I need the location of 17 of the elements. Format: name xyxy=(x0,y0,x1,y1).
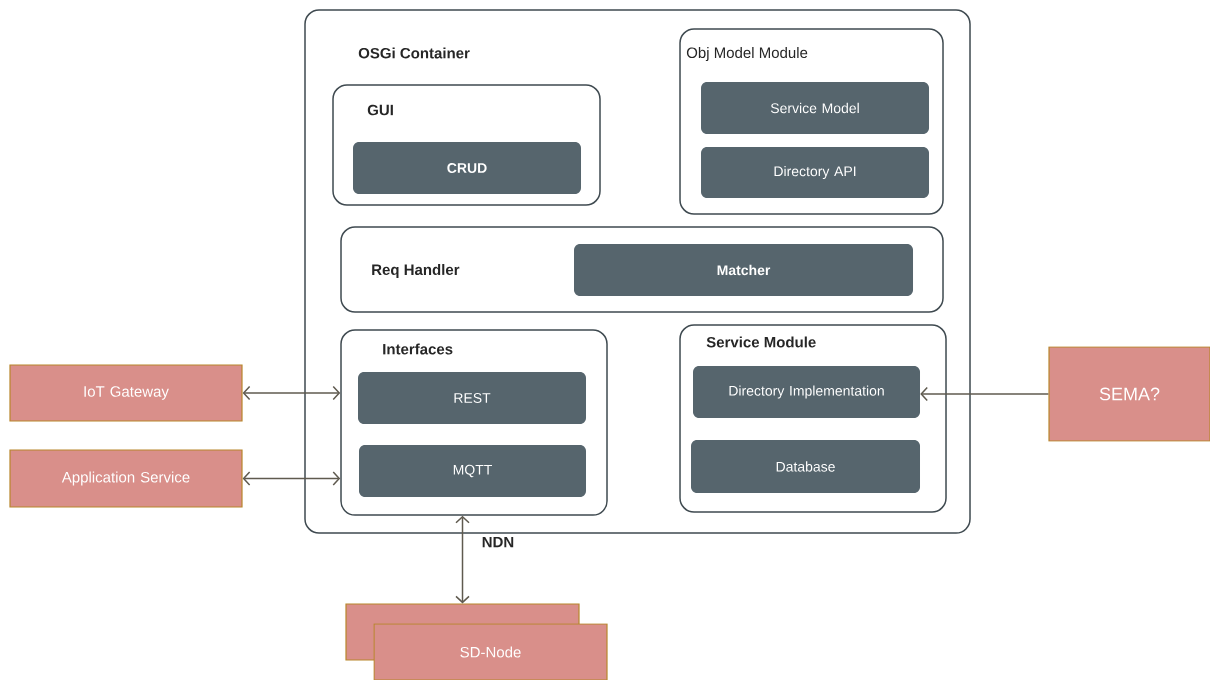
component-box: Service Model xyxy=(701,82,929,134)
component-box: REST xyxy=(358,372,586,424)
arrow xyxy=(455,515,470,604)
arrow xyxy=(242,471,341,486)
external-box: SEMA? xyxy=(1048,346,1210,442)
component-box: MQTT xyxy=(359,445,586,497)
arrow xyxy=(242,385,341,401)
external-box: Application Service xyxy=(9,449,243,508)
external-box: SD-Node xyxy=(373,623,608,680)
edge-label: NDN xyxy=(482,536,514,548)
component-box: Matcher xyxy=(574,244,913,296)
component-box: Directory Implementation xyxy=(693,366,920,418)
external-box: IoT Gateway xyxy=(9,364,243,422)
component-box: Database xyxy=(691,440,920,493)
component-box: Directory API xyxy=(701,147,929,198)
arrow xyxy=(920,386,1050,402)
component-box: CRUD xyxy=(353,142,581,194)
